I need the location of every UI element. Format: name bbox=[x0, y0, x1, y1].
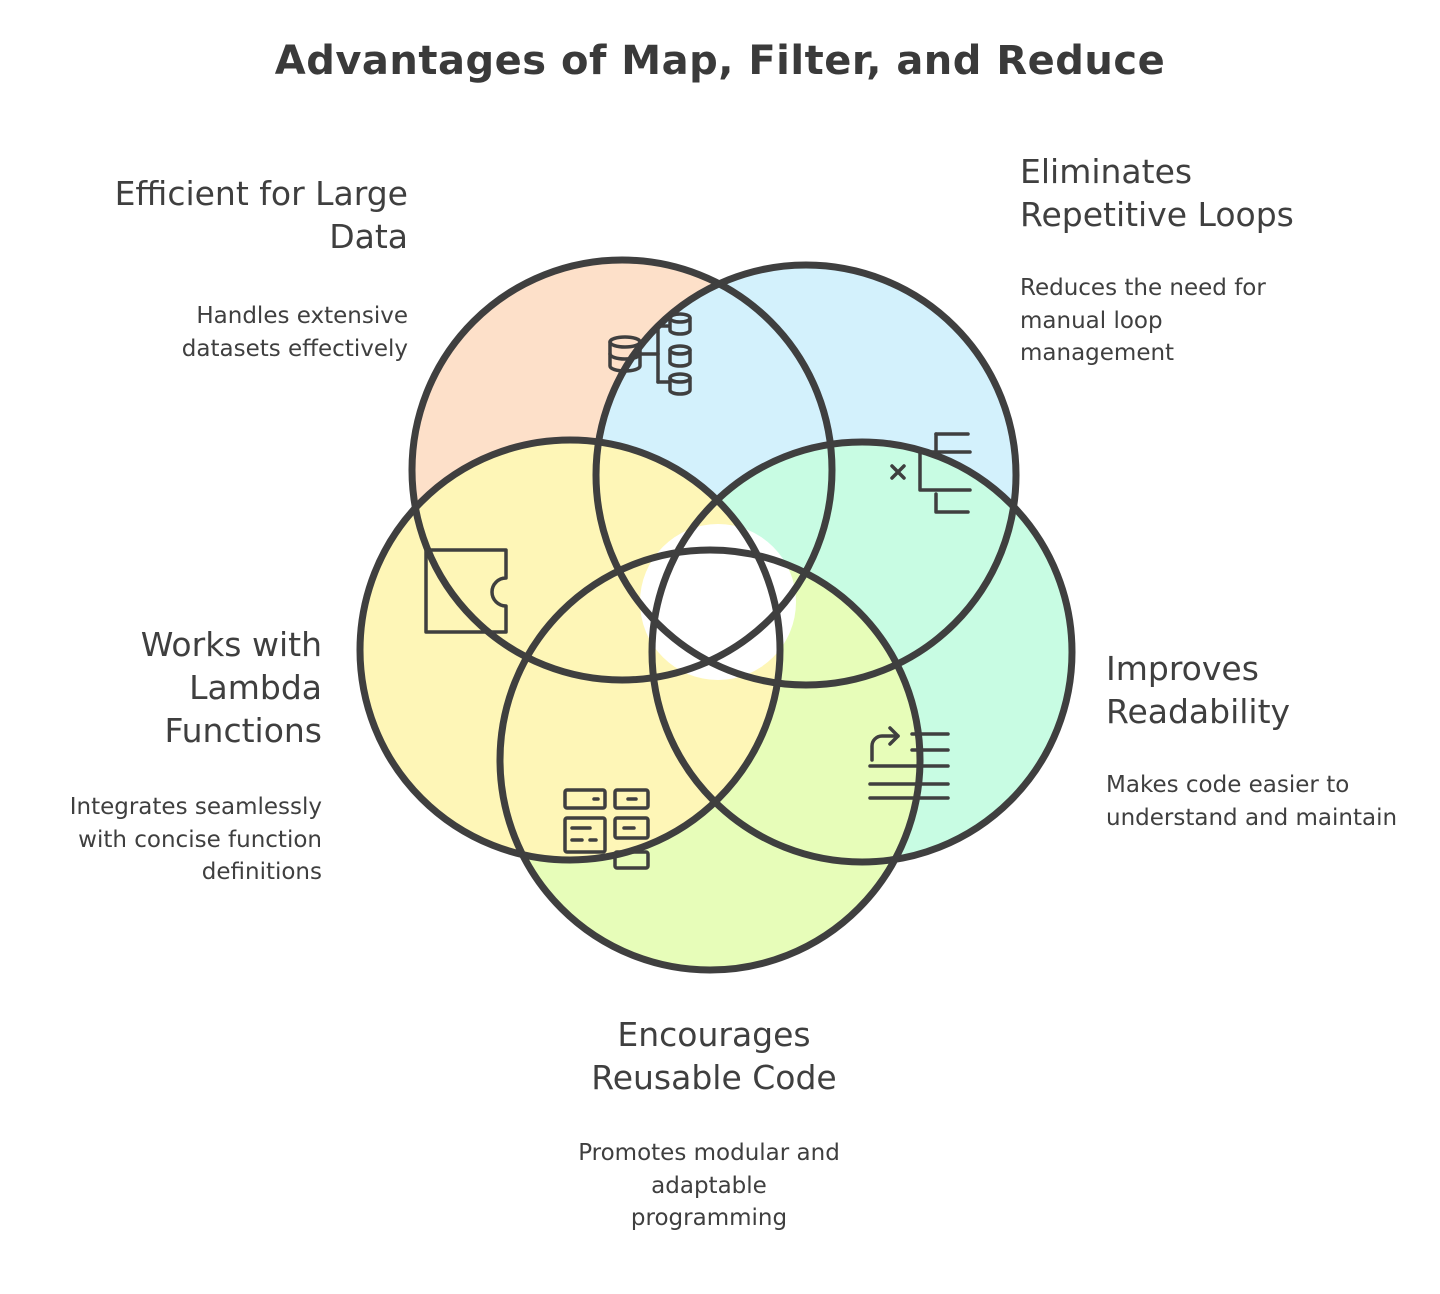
ring-outline-reusable-code bbox=[496, 546, 924, 974]
modules-grid-icon bbox=[563, 788, 650, 870]
ring-outline-repetitive-loops bbox=[592, 261, 1020, 689]
item-lambda: Works with Lambda Functions bbox=[100, 623, 322, 752]
item-description: Handles extensive datasets effectively bbox=[181, 303, 408, 362]
item-large-data: Efficient for Large Data bbox=[112, 172, 408, 258]
ring-outline-lambda bbox=[356, 436, 784, 864]
puzzle-piece-icon bbox=[424, 548, 508, 634]
item-description: Reduces the need for manual loop managem… bbox=[1020, 275, 1266, 366]
item-heading: Efficient for Large Data bbox=[114, 174, 408, 256]
item-heading: Eliminates Repetitive Loops bbox=[1020, 152, 1294, 234]
item-description: Makes code easier to understand and main… bbox=[1106, 772, 1398, 831]
text-indent-icon bbox=[868, 726, 950, 800]
item-heading: Encourages Reusable Code bbox=[591, 1015, 837, 1097]
item-repetitive-loops-desc: Reduces the need for manual loop managem… bbox=[1020, 272, 1320, 370]
database-hierarchy-icon bbox=[608, 312, 692, 396]
item-reusable-code-desc: Promotes modular and adaptable programmi… bbox=[574, 1137, 844, 1235]
item-reusable-code: Encourages Reusable Code bbox=[564, 1013, 864, 1099]
remove-bracket-icon bbox=[890, 432, 972, 514]
item-lambda-desc: Integrates seamlessly with concise funct… bbox=[22, 791, 322, 889]
ring-outline-readability bbox=[648, 438, 1076, 866]
item-readability: Improves Readability bbox=[1106, 647, 1406, 733]
item-repetitive-loops: Eliminates Repetitive Loops bbox=[1020, 150, 1350, 236]
item-large-data-desc: Handles extensive datasets effectively bbox=[112, 300, 408, 365]
item-heading: Works with Lambda Functions bbox=[140, 625, 322, 750]
ring-outline-large-data bbox=[408, 256, 836, 684]
diagram-title: Advantages of Map, Filter, and Reduce bbox=[274, 38, 1166, 84]
item-readability-desc: Makes code easier to understand and main… bbox=[1106, 769, 1426, 834]
item-heading: Improves Readability bbox=[1106, 649, 1291, 731]
item-description: Integrates seamlessly with concise funct… bbox=[69, 794, 322, 885]
item-description: Promotes modular and adaptable programmi… bbox=[578, 1140, 840, 1231]
